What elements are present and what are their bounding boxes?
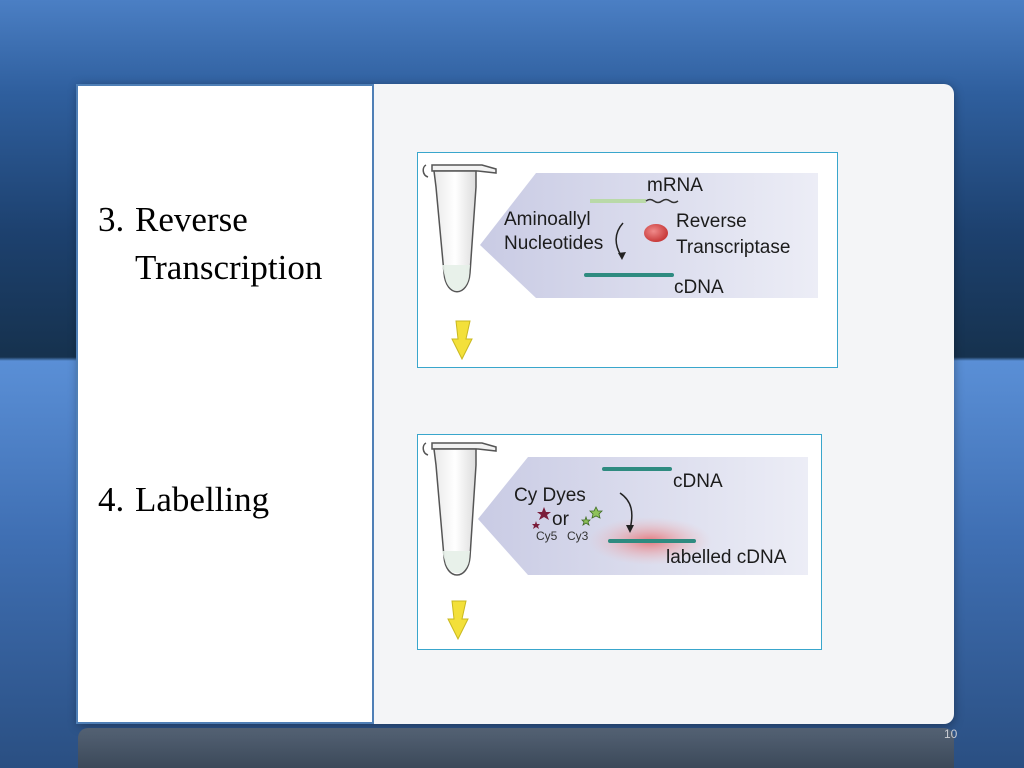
step-title: Labelling	[135, 480, 270, 519]
process-arrow-icon	[451, 320, 473, 361]
mrna-label: mRNA	[647, 175, 703, 196]
step-number: 3.	[98, 200, 125, 239]
cdna-label: cDNA	[673, 471, 723, 492]
labelled-cdna-label: labelled cDNA	[666, 547, 787, 568]
step-number: 4.	[98, 480, 125, 519]
cy5-dye-icon	[532, 507, 551, 529]
reverse-transcription-diagram	[422, 164, 818, 361]
aminoallyl-label: Aminoallyl	[504, 209, 591, 230]
page-number: 10	[944, 727, 958, 741]
cdna-label: cDNA	[674, 277, 724, 298]
labelling-diagram	[422, 442, 808, 641]
step-list-box: 3. Reverse Transcription 4. Labelling	[76, 84, 374, 724]
labelling-figure: cDNA Cy Dyes or Cy5 Cy3 labelled cDNA	[417, 434, 822, 650]
footer-band	[78, 728, 954, 768]
cy-dyes-label: Cy Dyes	[514, 485, 586, 506]
nucleotides-label: Nucleotides	[504, 233, 604, 254]
process-arrow-icon	[447, 600, 469, 641]
or-label: or	[552, 509, 569, 530]
transcriptase-label: Transcriptase	[676, 237, 791, 258]
microtube-icon	[422, 442, 497, 576]
microtube-icon	[422, 164, 497, 293]
mrna-strand	[590, 198, 679, 204]
cy5-label: Cy5	[536, 529, 558, 543]
cy3-dye-icon	[581, 506, 603, 526]
reaction-wedge	[478, 457, 808, 575]
reverse-label: Reverse	[676, 211, 747, 232]
reverse-transcription-figure: mRNA Aminoallyl Nucleotides Reverse Tran…	[417, 152, 838, 368]
step-title: Reverse Transcription	[135, 200, 323, 287]
cy3-label: Cy3	[567, 529, 589, 543]
enzyme-icon	[644, 224, 668, 242]
